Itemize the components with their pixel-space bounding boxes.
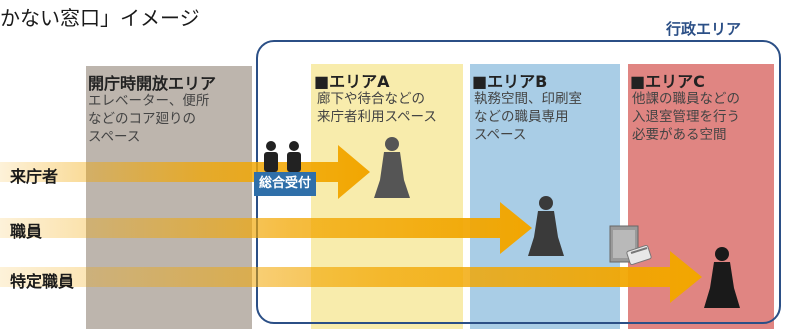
zone-open-title: 開庁時開放エリア: [88, 74, 217, 93]
page-title: かない窓口」イメージ: [0, 6, 200, 30]
row-label-specific-staff: 特定職員: [10, 272, 75, 291]
staff-arrow: [0, 202, 532, 254]
admin-area-label: 行政エリア: [666, 20, 742, 38]
zone-b-desc: 執務空間、印刷室 などの職員専用 スペース: [474, 91, 582, 143]
security-door-icon: [609, 225, 639, 263]
specific-staff-person-icon: [704, 247, 740, 308]
reception-staff-icon: [264, 141, 301, 172]
visitor-arrow: [0, 145, 370, 199]
zone-a-title: ■エリアA: [314, 72, 390, 91]
visitor-person-icon: [374, 137, 410, 198]
id-card-icon: [626, 244, 652, 266]
zone-c-title: ■エリアC: [630, 72, 705, 91]
specific-staff-arrow: [0, 251, 702, 303]
reception-label: 総合受付: [254, 172, 316, 196]
zone-c-desc: 他課の職員などの 入退室管理を行う 必要がある空間: [632, 91, 740, 143]
row-label-staff: 職員: [10, 222, 43, 241]
row-label-visitor: 来庁者: [10, 167, 59, 186]
staff-person-icon: [528, 196, 564, 256]
zone-a-desc: 廊下や待合などの 来庁者利用スペース: [317, 91, 437, 125]
zone-b-title: ■エリアB: [472, 72, 548, 91]
zone-open-desc: エレベーター、便所 などのコア廻りの スペース: [88, 93, 210, 145]
